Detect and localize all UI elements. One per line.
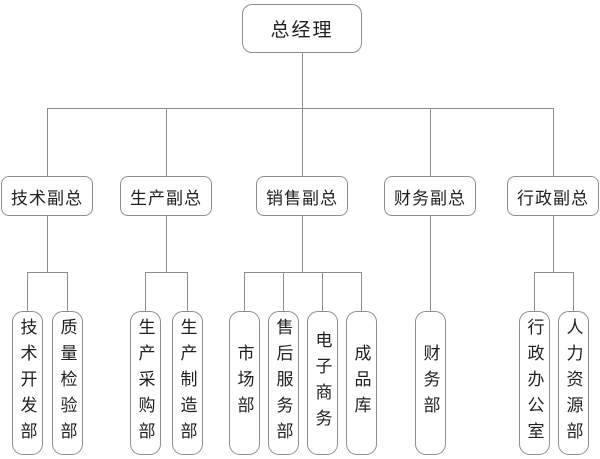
connector-level1-bus: [47, 108, 554, 109]
connector-drop-ecommerce: [322, 272, 323, 311]
connector-drop-hr: [573, 272, 574, 311]
connector-drop-finance-vp: [430, 108, 431, 176]
node-finance-dept: 财务部: [414, 311, 446, 455]
node-general-manager: 总经理: [242, 4, 362, 53]
node-quality-inspection-dept-label: 质量检验部: [57, 318, 77, 448]
connector-drop-marketing: [244, 272, 245, 311]
connector-drop-technical-vp: [47, 108, 48, 176]
node-ecommerce-dept: 电子商务: [306, 311, 338, 455]
connector-drop-admin-vp: [553, 108, 554, 176]
connector-drop-production-vp: [166, 108, 167, 176]
node-production-purchasing-dept: 生产采购部: [129, 311, 161, 455]
connector-drop-tech-development: [27, 272, 28, 311]
node-finance-dept-label: 财务部: [420, 344, 440, 422]
node-after-sales-service-dept: 售后服务部: [267, 311, 299, 455]
node-marketing-dept-label: 市场部: [234, 344, 254, 422]
node-admin-office: 行政办公室: [518, 311, 550, 455]
node-technical-vp: 技术副总: [1, 176, 93, 216]
node-finance-vp: 财务副总: [384, 176, 476, 216]
connector-stem-sales-vp: [302, 216, 303, 272]
node-tech-development-dept-label: 技术开发部: [17, 318, 37, 448]
connector-bus-sales-group: [244, 272, 361, 273]
node-quality-inspection-dept: 质量检验部: [51, 311, 83, 455]
node-tech-development-dept: 技术开发部: [11, 311, 43, 455]
node-production-manufacturing-dept-label: 生产制造部: [177, 318, 197, 448]
connector-root-stem: [302, 53, 303, 108]
connector-drop-production-purchasing: [145, 272, 146, 311]
node-admin-vp-label: 行政副总: [517, 188, 589, 208]
node-technical-vp-label: 技术副总: [11, 188, 83, 208]
connector-stem-production-vp: [166, 216, 167, 272]
connector-bus-technical-group: [27, 272, 67, 273]
node-general-manager-label: 总经理: [270, 20, 334, 41]
node-admin-vp: 行政副总: [507, 176, 599, 216]
connector-drop-finished-goods: [361, 272, 362, 311]
connector-bus-admin-group: [534, 272, 573, 273]
node-production-manufacturing-dept: 生产制造部: [171, 311, 203, 455]
node-production-purchasing-dept-label: 生产采购部: [135, 318, 155, 448]
node-marketing-dept: 市场部: [228, 311, 260, 455]
node-ecommerce-dept-label: 电子商务: [312, 331, 332, 435]
node-finished-goods-warehouse: 成品库: [345, 311, 377, 455]
node-hr-dept: 人力资源部: [557, 311, 589, 455]
connector-drop-admin-office: [534, 272, 535, 311]
connector-drop-after-sales: [283, 272, 284, 311]
node-production-vp: 生产副总: [120, 176, 212, 216]
connector-drop-production-manufacturing: [187, 272, 188, 311]
node-sales-vp: 销售副总: [256, 176, 348, 216]
node-after-sales-service-dept-label: 售后服务部: [273, 318, 293, 448]
node-finance-vp-label: 财务副总: [394, 188, 466, 208]
node-production-vp-label: 生产副总: [130, 188, 202, 208]
node-hr-dept-label: 人力资源部: [563, 318, 583, 448]
connector-stem-admin-vp: [553, 216, 554, 272]
node-sales-vp-label: 销售副总: [266, 188, 338, 208]
node-finished-goods-warehouse-label: 成品库: [351, 344, 371, 422]
connector-stem-technical-vp: [47, 216, 48, 272]
connector-drop-sales-vp: [302, 108, 303, 176]
node-admin-office-label: 行政办公室: [524, 318, 544, 448]
connector-bus-production-group: [145, 272, 187, 273]
connector-drop-quality-inspection: [67, 272, 68, 311]
connector-stem-finance-vp: [430, 216, 431, 311]
